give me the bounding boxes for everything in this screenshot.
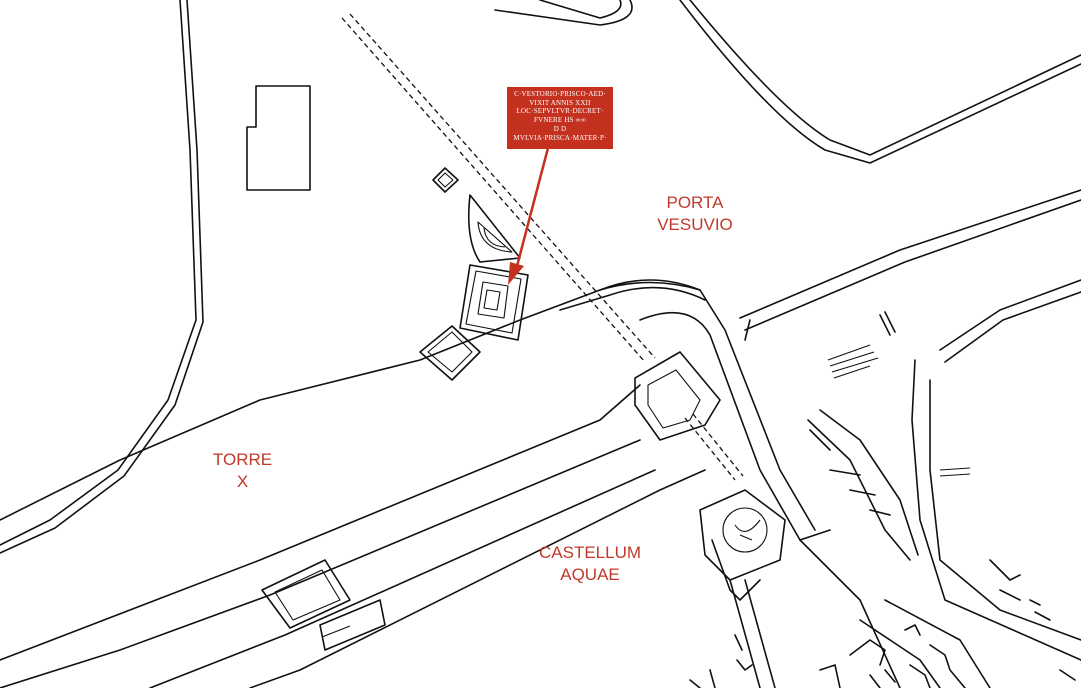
inscription-line-2: VIXIT ANNIS XXII	[529, 98, 591, 107]
label-porta-vesuvio-line-2: VESUVIO	[657, 215, 733, 234]
label-porta-vesuvio-line-1: PORTA	[666, 193, 724, 212]
inscription-line-6: MVLVIA·PRISCA·MATER·P·	[513, 133, 607, 142]
building-northwest	[246, 85, 311, 191]
label-castellum-aquae: CASTELLUM AQUAE	[525, 542, 655, 586]
southern-road	[729, 539, 991, 688]
label-castellum-aquae-line-1: CASTELLUM	[538, 543, 642, 562]
label-torre-x-line-1: TORRE	[212, 450, 273, 469]
pointer-arrow	[508, 147, 550, 285]
inscription-line-1: C·VESTORIO·PRISCO·AED·	[514, 90, 606, 98]
castellum-structure	[699, 489, 786, 601]
pomerium-road	[0, 281, 706, 521]
city-wall	[0, 279, 831, 688]
northern-road	[494, 0, 1081, 164]
western-road	[0, 0, 204, 554]
tomb-lower-square	[419, 325, 481, 381]
label-torre-x-line-2: X	[236, 472, 249, 491]
inscription-plaque: C·VESTORIO·PRISCO·AED· VIXIT ANNIS XXII …	[507, 87, 613, 149]
building-fragments	[689, 624, 1076, 688]
label-castellum-aquae-line-2: AQUAE	[560, 565, 620, 584]
eastern-road	[739, 189, 1081, 661]
tomb-vestorius-priscus	[459, 264, 529, 341]
tomb-semicircle	[467, 194, 521, 263]
label-torre-x: TORRE X	[200, 449, 285, 493]
inscription-line-5: D D	[553, 124, 567, 133]
inscription-line-4: FVNERE HS ∞∞	[533, 116, 587, 125]
tomb-small-square	[432, 167, 459, 193]
inscription-line-3: LOC·SEPVLTVR·DECRET·	[516, 107, 604, 116]
aqueduct-line	[341, 13, 744, 481]
label-porta-vesuvio: PORTA VESUVIO	[640, 192, 750, 236]
